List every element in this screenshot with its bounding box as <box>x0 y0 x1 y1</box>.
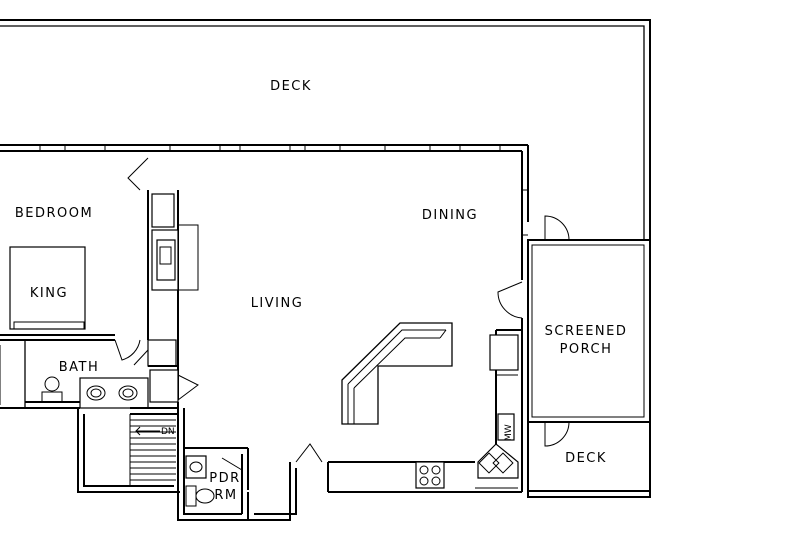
south-wall <box>247 443 522 521</box>
stair-down-label: DN <box>161 427 175 437</box>
king-bed-label: KING <box>30 286 68 301</box>
bedroom-walls <box>0 246 149 361</box>
screened-porch-label-line1: SCREENED <box>545 324 628 339</box>
bath-label: BATH <box>59 360 100 375</box>
deck-top-label: DECK <box>270 79 312 94</box>
powder-room-walls <box>177 402 249 521</box>
screened-porch-walls <box>527 215 651 447</box>
powder-room-label-line2: RM <box>214 488 237 503</box>
deck-right-label: DECK <box>565 451 607 466</box>
lower-deck <box>528 421 650 492</box>
dining-label: DINING <box>422 208 478 223</box>
powder-room-label-line1: PDR <box>209 471 240 486</box>
screened-porch-label-line2: PORCH <box>560 342 613 357</box>
center-wall <box>127 157 199 400</box>
stair-treads <box>130 419 176 481</box>
living-label: LIVING <box>251 296 304 311</box>
kitchen-counters <box>415 281 523 489</box>
bath-walls <box>0 339 178 409</box>
stairs <box>77 369 199 493</box>
north-wall <box>0 144 528 152</box>
microwave-label: MW <box>504 424 514 441</box>
kitchen-island <box>341 322 453 425</box>
bedroom-label: BEDROOM <box>15 206 93 221</box>
deck-outline <box>0 19 651 498</box>
